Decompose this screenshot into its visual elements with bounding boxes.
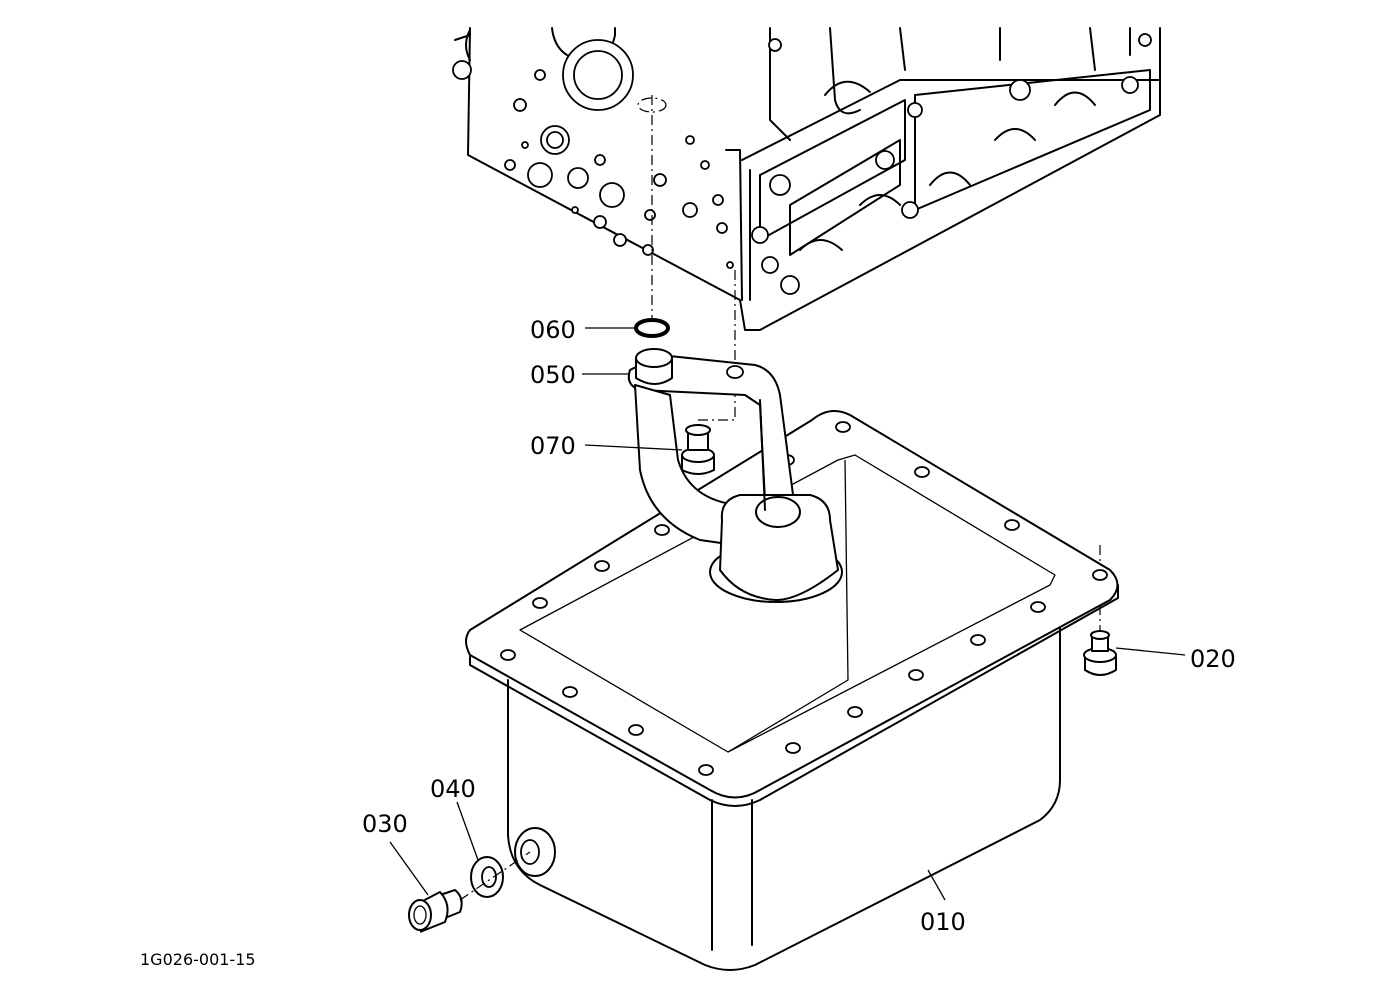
- part-label-060: 060: [530, 316, 576, 344]
- part-label-010: 010: [920, 908, 966, 936]
- part-label-040: 040: [430, 775, 476, 803]
- part-label-030: 030: [362, 810, 408, 838]
- part-label-020: 020: [1190, 645, 1236, 673]
- part-label-050: 050: [530, 361, 576, 389]
- nut-icon: [1083, 630, 1117, 676]
- leader-070: [584, 444, 683, 451]
- leader-010: [927, 869, 946, 901]
- leader-030: [389, 841, 429, 896]
- leader-020: [1115, 647, 1186, 656]
- oil-pan-icon: [465, 410, 1119, 971]
- leader-040: [456, 801, 479, 861]
- o-ring-icon: [634, 318, 670, 338]
- bolt-icon: [681, 395, 736, 475]
- drain-plug-icon: [408, 889, 463, 933]
- engine-block-icon: [452, 27, 1161, 331]
- gasket-washer-icon: [470, 856, 504, 898]
- part-label-070: 070: [530, 432, 576, 460]
- oil-strainer-icon: [627, 348, 843, 603]
- drawing-code: 1G026-001-15: [140, 950, 256, 969]
